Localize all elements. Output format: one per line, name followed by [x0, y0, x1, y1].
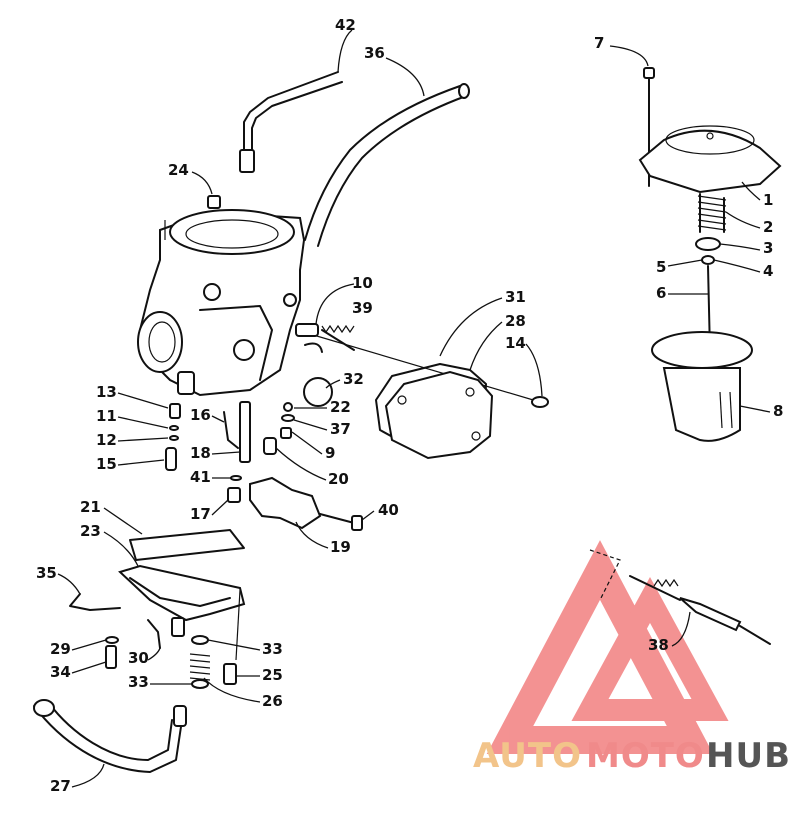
callout-1: 1 — [763, 191, 773, 209]
callout-5: 5 — [656, 258, 666, 276]
callout-9: 9 — [325, 444, 335, 462]
watermark-logo — [486, 540, 729, 754]
callout-42: 42 — [335, 16, 356, 34]
watermark-word-moto: MOTO — [586, 736, 705, 776]
callout-8: 8 — [773, 402, 783, 420]
watermark-word-hub: HUB — [706, 736, 791, 776]
callout-18: 18 — [190, 444, 211, 462]
callout-17: 17 — [190, 505, 211, 523]
vent-tube-42 — [239, 71, 343, 173]
callout-33b: 33 — [128, 673, 149, 691]
callout-13: 13 — [96, 383, 117, 401]
callout-27: 27 — [50, 777, 71, 795]
throttle-cable-38 — [589, 549, 771, 645]
drain-hose-27 — [33, 699, 187, 773]
callout-7: 7 — [594, 34, 604, 52]
callout-40: 40 — [378, 501, 399, 519]
callout-32: 32 — [343, 370, 364, 388]
top-cap-assembly — [638, 67, 782, 442]
callout-21: 21 — [80, 498, 101, 516]
callout-14: 14 — [505, 334, 526, 352]
callout-41: 41 — [190, 468, 211, 486]
callout-15: 15 — [96, 455, 117, 473]
callout-30: 30 — [128, 649, 149, 667]
callout-4: 4 — [763, 262, 773, 280]
callout-10: 10 — [352, 274, 373, 292]
callout-23: 23 — [80, 522, 101, 540]
float-bowl-assembly — [69, 529, 246, 689]
callout-16: 16 — [190, 406, 211, 424]
callout-20: 20 — [328, 470, 349, 488]
logo-outer-triangle — [486, 540, 714, 754]
watermark-word-auto: AUTO — [473, 736, 582, 776]
callout-28: 28 — [505, 312, 526, 330]
callout-12: 12 — [96, 431, 117, 449]
float-bowl-cover-gasket — [375, 363, 494, 460]
callout-39: 39 — [352, 299, 373, 317]
callout-24: 24 — [168, 161, 189, 179]
callout-22: 22 — [330, 398, 351, 416]
leader-lines — [57, 29, 771, 788]
logo-inner-triangle — [571, 577, 729, 721]
callout-19: 19 — [330, 538, 351, 556]
callout-37: 37 — [330, 420, 351, 438]
fuel-line-36 — [304, 83, 470, 247]
callout-2: 2 — [763, 218, 773, 236]
callout-34: 34 — [50, 663, 71, 681]
callout-38: 38 — [648, 636, 669, 654]
callout-31: 31 — [505, 288, 526, 306]
callout-33a: 33 — [262, 640, 283, 658]
callout-29: 29 — [50, 640, 71, 658]
callout-11: 11 — [96, 407, 117, 425]
callout-6: 6 — [656, 284, 666, 302]
callout-25: 25 — [262, 666, 283, 684]
callout-35: 35 — [36, 564, 57, 582]
callout-36: 36 — [364, 44, 385, 62]
watermark-text: AUTO MOTO HUB — [473, 736, 791, 776]
callout-3: 3 — [763, 239, 773, 257]
small-parts — [165, 323, 549, 531]
carburetor-body — [137, 195, 541, 403]
callout-26: 26 — [262, 692, 283, 710]
